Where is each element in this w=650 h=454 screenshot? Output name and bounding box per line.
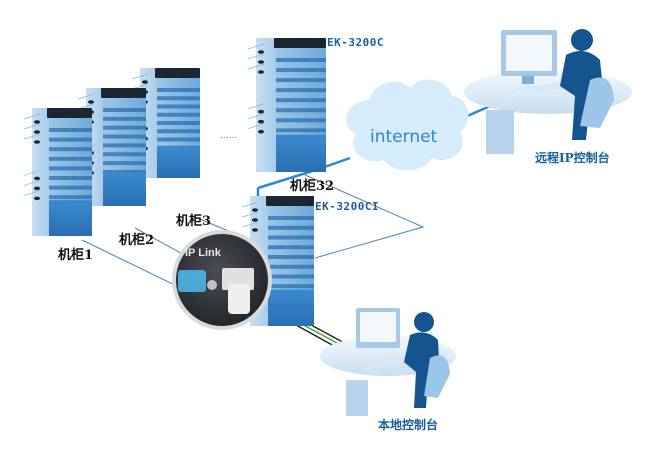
- link-rack32-thin: [304, 174, 425, 259]
- user-icon: [560, 29, 604, 140]
- switch-label-ek3200c: EK-3200C: [327, 36, 384, 49]
- ip-link-callout: [172, 230, 272, 330]
- ip-link-label: IP Link: [185, 247, 221, 259]
- switch-unit-icon: [155, 68, 200, 78]
- keyboard-icon: [515, 82, 570, 94]
- switch-unit-icon: [101, 88, 146, 98]
- local-console: [320, 308, 456, 416]
- chair-icon: [424, 355, 450, 398]
- rack-1: [23, 108, 92, 236]
- remote-console: [464, 29, 632, 154]
- screw-icon: [207, 280, 217, 290]
- rack-label-2: 机柜2: [119, 233, 155, 248]
- internet-label: internet: [370, 127, 438, 147]
- link-rack1: [81, 239, 186, 291]
- rack-32: [247, 38, 326, 172]
- rack-label-1: 机柜1: [58, 248, 94, 263]
- switch-unit-icon: [274, 38, 326, 48]
- chair-icon: [580, 77, 614, 128]
- remote-console-label: 远程IP控制台: [535, 151, 610, 165]
- racks-ellipsis: ......: [220, 131, 237, 141]
- rack-label-3: 机柜3: [176, 214, 212, 229]
- rack-label-32: 机柜32: [290, 179, 335, 194]
- fiber-port-icon: [178, 270, 206, 292]
- switch-unit-icon: [47, 108, 92, 118]
- switch-unit-icon: [266, 196, 314, 206]
- switch-label-ek3200ci: EK-3200CI: [315, 200, 380, 213]
- user-icon: [404, 312, 440, 408]
- internet-cloud: [346, 79, 469, 171]
- pc-tower-icon: [346, 380, 368, 416]
- pc-tower-icon: [486, 110, 514, 154]
- keyboard-icon: [366, 356, 412, 368]
- local-console-label: 本地控制台: [378, 418, 439, 432]
